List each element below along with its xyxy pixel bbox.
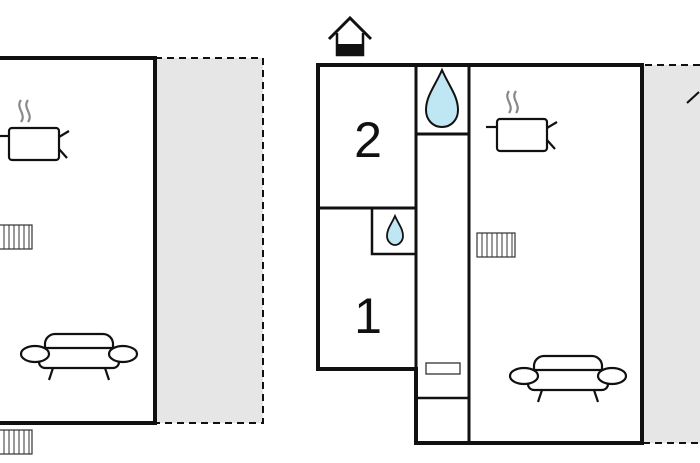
room-number: 1 bbox=[354, 288, 382, 344]
left-building-wall bbox=[0, 56, 157, 425]
right-building: 2 1 bbox=[316, 63, 700, 445]
left-terrace bbox=[155, 58, 263, 423]
left-terrace-outline bbox=[155, 57, 264, 424]
radiator-icon bbox=[0, 429, 33, 455]
radiator-small bbox=[425, 362, 461, 375]
water-drop-icon bbox=[424, 67, 460, 129]
left-building bbox=[0, 56, 264, 455]
radiator-icon bbox=[476, 232, 516, 258]
cooking-pot-icon bbox=[0, 98, 71, 162]
room-number: 2 bbox=[354, 112, 382, 168]
cooking-pot-icon bbox=[484, 89, 559, 153]
outdoor-marker bbox=[686, 91, 700, 104]
right-terrace-outline bbox=[643, 64, 700, 444]
water-drop-icon bbox=[386, 213, 404, 246]
radiator-icon bbox=[0, 224, 33, 250]
house-icon bbox=[327, 15, 373, 57]
sofa-icon bbox=[508, 354, 628, 404]
sofa-icon bbox=[19, 332, 139, 382]
washroom-box bbox=[370, 206, 418, 256]
right-terrace bbox=[643, 65, 700, 443]
